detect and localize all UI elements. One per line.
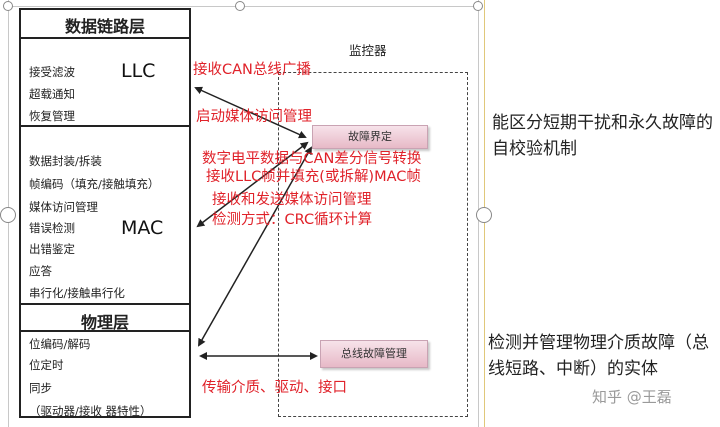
mac-item: 错误检测 [29, 221, 75, 235]
annotation-can-broadcast: 接收CAN总线广播 [193, 62, 311, 78]
llc-item: 超载通知 [29, 87, 75, 101]
mac-item: 媒体访问管理 [29, 200, 98, 214]
physical-item: 位编码/解码 [29, 337, 91, 351]
annotation-media-access: 启动媒体访问管理 [196, 109, 312, 125]
physical-item: （驱动器/接收 器特性） [29, 404, 152, 418]
datalink-title-divider [21, 37, 189, 39]
mac-item: 数据封装/拆装 [29, 154, 102, 168]
llc-mac-divider [21, 125, 189, 127]
annotation-send-recv: 接收和发送媒体访问管理 [212, 192, 372, 208]
note-physical-fault: 检测并管理物理介质故障（总线短路、中断）的实体 [488, 333, 709, 379]
selection-handle-mid-left[interactable] [0, 207, 16, 223]
mac-physical-divider [21, 303, 189, 305]
bus-fault-management-box: 总线故障管理 [320, 340, 428, 368]
annotation-frame-fill: 接收LLC帧并填充(或拆解)MAC帧 [206, 169, 421, 185]
mac-item: 串行化/接触串行化 [29, 286, 125, 300]
mac-label: MAC [121, 217, 164, 239]
selection-handle-top-right[interactable] [473, 1, 483, 11]
monitor-title: 监控器 [349, 43, 387, 58]
annotation-crc: 检测方式：CRC循环计算 [212, 212, 373, 228]
mac-item: 帧编码（填充/接触填充） [29, 177, 160, 191]
protocol-stack-box: 数据链路层 接受滤波 超载通知 恢复管理 LLC 数据封装/拆装 帧编码（填充/… [19, 8, 191, 418]
selection-handle-top-mid[interactable] [235, 1, 245, 11]
selection-handle-mid-right[interactable] [476, 207, 492, 223]
mac-item: 应答 [29, 264, 52, 278]
llc-item: 恢复管理 [29, 109, 75, 123]
annotation-transport: 传输介质、驱动、接口 [202, 380, 347, 396]
watermark: 知乎 @王磊 [592, 388, 672, 406]
llc-label: LLC [121, 60, 156, 82]
datalink-layer-title: 数据链路层 [64, 17, 145, 36]
selection-handle-top-left[interactable] [3, 1, 13, 11]
mac-item: 出错鉴定 [29, 242, 75, 256]
physical-title-divider [21, 330, 189, 332]
physical-layer-title: 物理层 [80, 313, 129, 332]
llc-item: 接受滤波 [29, 65, 75, 79]
fault-confine-box: 故障界定 [312, 125, 428, 149]
physical-item: 同步 [29, 381, 52, 395]
annotation-signal-convert: 数字电平数据与CAN差分信号转换 [202, 151, 422, 167]
note-self-check: 能区分短期干扰和永久故障的自校验机制 [492, 113, 713, 159]
physical-item: 位定时 [29, 358, 64, 372]
